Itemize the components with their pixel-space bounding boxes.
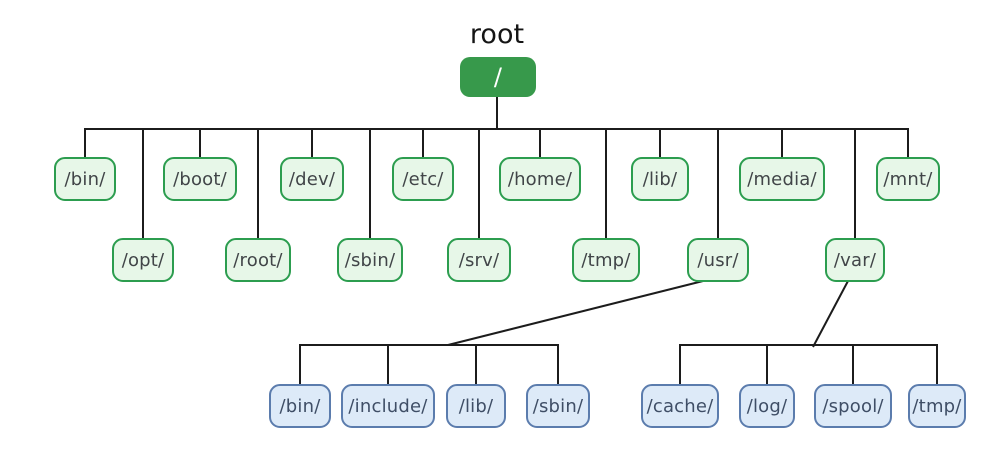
node-boot: /boot/: [163, 157, 237, 201]
node-var-cache: /cache/: [641, 384, 719, 428]
node-usr-sbin: /sbin/: [526, 384, 590, 428]
node-bin: /bin/: [54, 157, 116, 201]
node-var-spool: /spool/: [814, 384, 892, 428]
node-usr: /usr/: [687, 238, 749, 282]
node-var-log: /log/: [739, 384, 795, 428]
var-drop-lines: [679, 344, 938, 384]
node-usr-bin: /bin/: [269, 384, 331, 428]
node-media: /media/: [739, 157, 825, 201]
var-diagonal-line: [812, 280, 849, 348]
node-usr-lib: /lib/: [446, 384, 506, 428]
node-tmp: /tmp/: [572, 238, 640, 282]
node-root: /: [460, 57, 536, 97]
node-usr-include: /include/: [341, 384, 435, 428]
node-opt: /opt/: [112, 238, 174, 282]
usr-diagonal-line: [447, 280, 704, 346]
node-lib: /lib/: [631, 157, 689, 201]
node-root-dir: /root/: [225, 238, 291, 282]
level1-bottom-row-drop-lines: [142, 128, 856, 238]
node-etc: /etc/: [392, 157, 454, 201]
node-dev: /dev/: [280, 157, 344, 201]
usr-drop-lines: [299, 344, 559, 384]
level1-top-row-drop-lines: [84, 128, 909, 157]
node-sbin: /sbin/: [337, 238, 403, 282]
root-caption: root: [469, 19, 525, 50]
node-home: /home/: [499, 157, 581, 201]
node-var: /var/: [825, 238, 885, 282]
node-srv: /srv/: [447, 238, 511, 282]
node-var-tmp: /tmp/: [908, 384, 966, 428]
node-mnt: /mnt/: [876, 157, 940, 201]
